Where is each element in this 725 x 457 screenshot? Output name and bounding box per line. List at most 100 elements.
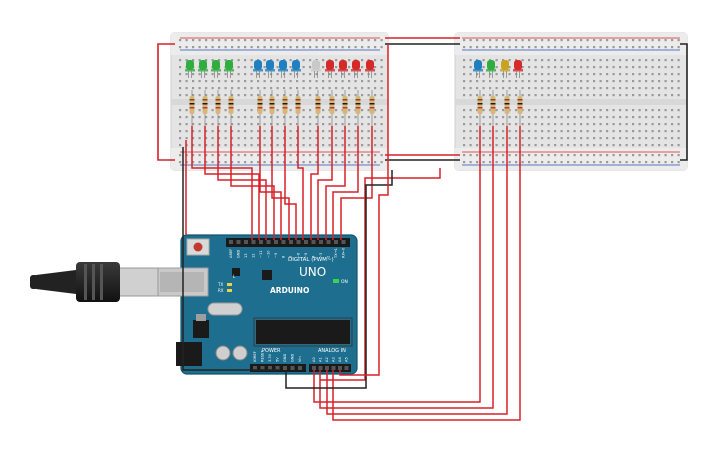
resistor[interactable] <box>369 96 375 114</box>
breadboard-hole <box>179 109 182 112</box>
jumper-wire[interactable] <box>326 126 508 415</box>
header-pin[interactable] <box>268 366 272 370</box>
resistor-band <box>228 103 234 105</box>
resistor[interactable] <box>477 96 483 114</box>
jumper-wire[interactable] <box>319 126 494 409</box>
resistor[interactable] <box>517 96 523 114</box>
jumper-wire[interactable] <box>310 126 319 240</box>
header-pin[interactable] <box>266 240 271 244</box>
jumper-wire[interactable] <box>259 126 282 240</box>
header-pin[interactable] <box>318 366 323 370</box>
header-pin[interactable] <box>312 366 316 370</box>
resistor[interactable] <box>295 96 301 114</box>
led-white[interactable] <box>312 60 320 70</box>
header-pin[interactable] <box>244 240 248 244</box>
header-pin[interactable] <box>259 240 263 244</box>
led-red[interactable] <box>352 60 360 70</box>
resistor[interactable] <box>257 96 263 114</box>
led-green[interactable] <box>225 60 233 70</box>
led-green[interactable] <box>186 60 194 70</box>
header-pin[interactable] <box>251 240 256 244</box>
header-pin[interactable] <box>338 366 342 370</box>
reset-button[interactable] <box>193 242 203 252</box>
jumper-wire[interactable] <box>325 126 346 240</box>
jumper-wire[interactable] <box>204 126 260 240</box>
header-pin[interactable] <box>344 366 349 370</box>
header-pin[interactable] <box>326 240 331 244</box>
jumper-wire[interactable] <box>285 170 393 389</box>
header-pin[interactable] <box>229 240 233 244</box>
led-blue[interactable] <box>292 60 300 70</box>
led-red[interactable] <box>339 60 347 70</box>
resistor[interactable] <box>504 96 510 114</box>
header-pin[interactable] <box>236 240 241 244</box>
resistor[interactable] <box>315 96 321 114</box>
led-blue[interactable] <box>474 60 482 70</box>
jumper-wire[interactable] <box>332 126 359 240</box>
led-green[interactable] <box>199 60 207 70</box>
jumper-wire[interactable] <box>191 126 253 240</box>
resistor[interactable] <box>215 96 221 114</box>
header-pin[interactable] <box>281 240 286 244</box>
header-pin[interactable] <box>298 366 302 370</box>
resistor[interactable] <box>342 96 348 114</box>
led-red[interactable] <box>366 60 374 70</box>
breadboard-hole <box>599 130 602 133</box>
jumper-wire[interactable] <box>217 126 267 240</box>
header-pin[interactable] <box>331 366 336 370</box>
header-pin[interactable] <box>275 366 280 370</box>
resistor[interactable] <box>490 96 496 114</box>
led-red[interactable] <box>326 60 334 70</box>
header-pin[interactable] <box>274 240 278 244</box>
jumper-wire[interactable] <box>332 126 521 421</box>
led-green[interactable] <box>212 60 220 70</box>
resistor[interactable] <box>355 96 361 114</box>
header-pin[interactable] <box>290 366 295 370</box>
jumper-wire[interactable] <box>271 126 290 240</box>
breadboard-hole <box>599 66 602 69</box>
header-pin[interactable] <box>304 240 308 244</box>
resistor[interactable] <box>269 96 275 114</box>
led-yellow[interactable] <box>501 60 509 70</box>
breadboard-hole <box>632 123 635 126</box>
header-pin[interactable] <box>296 240 301 244</box>
led-blue[interactable] <box>266 60 274 70</box>
header-pin[interactable] <box>325 366 329 370</box>
jumper-wire[interactable] <box>340 126 373 240</box>
jumper-wire[interactable] <box>317 126 333 240</box>
header-pin[interactable] <box>334 240 338 244</box>
breadboard-hole <box>560 46 563 49</box>
resistor[interactable] <box>228 96 234 114</box>
header-pin[interactable] <box>319 240 323 244</box>
breadboard-hole <box>192 130 195 133</box>
usb-cable[interactable] <box>30 262 159 302</box>
resistor[interactable] <box>202 96 208 114</box>
breadboard-hole <box>658 137 661 140</box>
jumper-wire[interactable] <box>182 147 279 371</box>
breadboard-hole <box>224 46 227 49</box>
jumper-wire[interactable] <box>297 126 304 240</box>
led-blue[interactable] <box>279 60 287 70</box>
breadboard-hole <box>541 144 544 147</box>
jumper-wire[interactable] <box>313 126 481 403</box>
rail-bridge-wires[interactable] <box>157 37 688 161</box>
breadboard-hole <box>567 46 570 49</box>
led-green[interactable] <box>487 60 495 70</box>
header-pin[interactable] <box>311 240 316 244</box>
resistor[interactable] <box>329 96 335 114</box>
header-pin[interactable] <box>341 240 346 244</box>
header-pin[interactable] <box>253 366 257 370</box>
jumper-wire[interactable] <box>230 126 275 240</box>
jumper-wire[interactable] <box>320 168 441 381</box>
header-pin[interactable] <box>260 366 265 370</box>
header-pin[interactable] <box>283 366 287 370</box>
jumper-wire[interactable] <box>284 126 297 240</box>
breadboard-hole <box>495 109 498 112</box>
jumper-wire[interactable] <box>339 44 389 376</box>
resistor[interactable] <box>282 96 288 114</box>
breadboard-hole <box>612 130 615 133</box>
led-red[interactable] <box>514 60 522 70</box>
led-blue[interactable] <box>254 60 262 70</box>
resistor[interactable] <box>189 96 195 114</box>
header-pin[interactable] <box>289 240 293 244</box>
